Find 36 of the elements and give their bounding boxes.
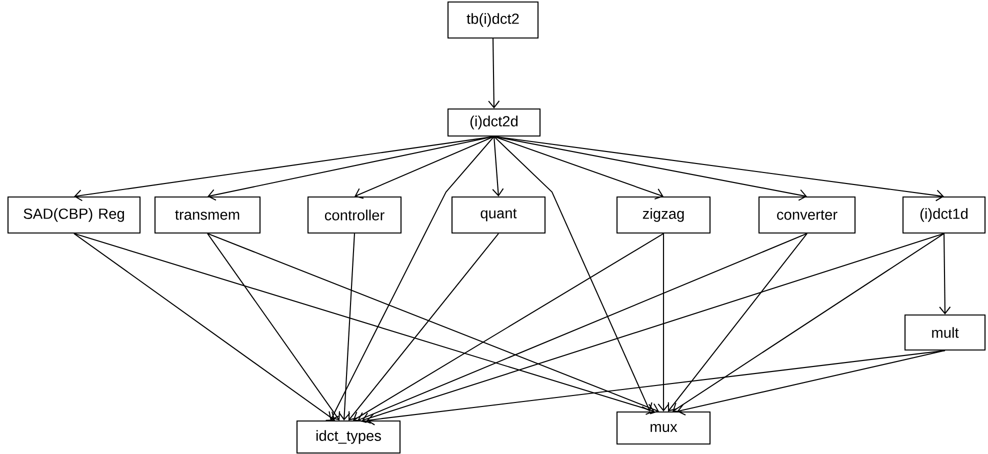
arrow [494, 136, 652, 412]
module-box: transmem [154, 196, 261, 234]
arrow [494, 136, 664, 200]
arrow [207, 233, 659, 414]
arrow [658, 234, 670, 412]
module-box: converter [758, 196, 856, 234]
arrow [672, 233, 944, 412]
arrow [338, 234, 356, 420]
module-box: tb(i)dct2 [447, 1, 539, 39]
arrow [366, 350, 946, 426]
arrow [74, 233, 654, 415]
arrow [354, 136, 494, 199]
module-box: (i)dct1d [902, 196, 986, 234]
arrow [494, 136, 944, 202]
arrow [492, 136, 504, 196]
module-box: mult [904, 314, 986, 351]
module-box: controller [307, 196, 402, 234]
arrow [939, 234, 951, 314]
module-box: idct_types [296, 420, 401, 454]
arrow [488, 38, 500, 108]
module-box: mux [616, 411, 711, 445]
arrow [74, 136, 494, 202]
arrow [668, 233, 808, 412]
arrow [208, 136, 494, 201]
module-box: zigzag [616, 196, 711, 234]
module-box: (i)dct2d [447, 108, 541, 137]
arrow [353, 233, 664, 422]
module-box: SAD(CBP) Reg [7, 196, 141, 234]
arrow [358, 233, 808, 424]
arrow [362, 233, 944, 424]
arrow [348, 233, 499, 420]
arrow [74, 233, 336, 421]
module-box: quant [451, 196, 546, 234]
arrow [677, 350, 946, 416]
arrow [207, 233, 340, 420]
arrow [328, 136, 494, 420]
